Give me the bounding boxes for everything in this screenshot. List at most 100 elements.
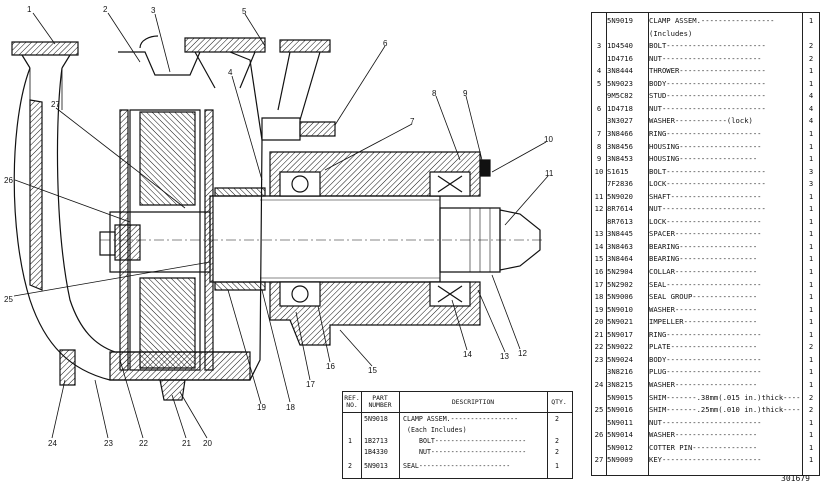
part-description-cell: LOCK-----------------------: [649, 179, 766, 189]
part-number-cell: 3N8463: [607, 241, 633, 251]
part-ref-cell: 23: [594, 354, 604, 364]
part-qty-cell: 1: [808, 417, 814, 427]
part-ref-cell: 5: [596, 78, 602, 88]
part-description-cell: BOLT-----------------------: [649, 166, 766, 176]
callout-11: 11: [545, 169, 554, 178]
part-qty-cell: 1: [808, 267, 814, 276]
drawing-number: 301679: [781, 474, 810, 483]
part-ref-cell: 14: [594, 241, 604, 251]
callout-26: 26: [4, 176, 13, 185]
part-number-cell: 5N9010: [607, 304, 633, 314]
part-number-cell: 3N8444: [607, 66, 633, 76]
callout-23: 23: [104, 439, 113, 448]
callout-1: 1: [27, 5, 32, 14]
part-qty-cell: 4: [808, 103, 814, 113]
part-description-cell: (Includes): [649, 28, 693, 38]
part-qty-cell: 1: [808, 442, 814, 452]
callout-5: 5: [242, 7, 247, 16]
part-description-cell: PLATE--------------------: [649, 342, 758, 352]
part-qty-cell: 1: [808, 430, 814, 440]
callout-7: 7: [410, 117, 415, 126]
inset-header-ref: REF. NO.: [344, 394, 360, 409]
part-number-cell: 5N9011: [607, 417, 633, 427]
part-qty-cell: 1: [808, 329, 814, 339]
part-number-cell: 7F2836: [607, 179, 633, 189]
part-description-cell: SHAFT---------------------: [649, 191, 762, 201]
part-number-cell: S1615: [607, 166, 629, 176]
part-number-cell: 5N9014: [607, 430, 633, 440]
part-number-cell: 8R7614: [607, 204, 633, 214]
part-qty-cell: 1: [808, 16, 814, 25]
pump-cross-section-drawing: 1 2 3 4 5 6 7 8 9 10 11 12 13 14 15 16 1…: [4, 5, 554, 448]
callout-16: 16: [326, 362, 335, 371]
part-ref-cell: 8: [596, 141, 602, 151]
part-number-cell: 1D4540: [607, 41, 633, 51]
part-number-cell: 1D4716: [607, 53, 633, 63]
callout-20: 20: [203, 439, 212, 448]
callout-12: 12: [518, 349, 527, 358]
part-description-cell: WASHER-------------------: [649, 430, 758, 440]
part-number-cell: 5N9017: [607, 329, 633, 339]
part-description-cell: PLUG----------------------: [649, 367, 762, 377]
part-description-cell: BEARING------------------: [649, 241, 758, 251]
part-qty-cell: 1: [808, 229, 814, 239]
part-description-cell: RING----------------------: [649, 128, 762, 138]
part-qty-cell: 3: [808, 179, 814, 189]
part-ref-cell: 20: [594, 317, 604, 327]
part-number-cell: 3N8453: [607, 154, 633, 164]
shaft: [209, 195, 441, 283]
part-ref-cell: 18: [594, 292, 604, 302]
part-description-cell: STUD-----------------------: [649, 91, 766, 101]
part-qty-cell: 1: [808, 304, 814, 314]
part-number-cell: 5N2902: [607, 279, 633, 289]
part-qty-cell: 1: [808, 191, 814, 201]
part-number-cell: 3N8466: [607, 128, 633, 138]
part-description-cell: BOLT-----------------------: [649, 41, 766, 51]
part-number-cell: 9M5C82: [607, 91, 633, 101]
part-number-cell: 5N2904: [607, 267, 633, 276]
part-description-cell: LOCK----------------------: [649, 216, 762, 226]
part-description-cell: SHIM-------.38mm(.015 in.)thick----: [649, 392, 801, 402]
part-qty-cell: 1: [808, 455, 814, 465]
inset-header-part: PART NUMBER: [368, 394, 392, 409]
part-number-cell: 5N9020: [607, 191, 633, 201]
callout-21: 21: [182, 439, 191, 448]
inset-parts-table: REF. NO. PART NUMBER DESCRIPTION QTY. 5N…: [342, 391, 573, 479]
callout-17: 17: [306, 380, 315, 389]
part-number-cell: 5N9012: [607, 442, 633, 452]
callout-2: 2: [103, 5, 108, 14]
part-description-cell: COLLAR-------------------: [649, 267, 758, 276]
outlet-flange: [279, 39, 331, 53]
part-description-cell: KEY-----------------------: [649, 455, 762, 465]
part-qty-cell: 1: [808, 317, 814, 327]
part-ref-cell: 26: [594, 430, 604, 440]
part-ref-cell: 3: [596, 41, 602, 51]
part-qty-cell: 2: [808, 53, 814, 63]
part-number-cell: 5N9023: [607, 78, 633, 88]
part-description-cell: HOUSING-------------------: [649, 141, 762, 151]
part-number-cell: 5N9016: [607, 405, 633, 415]
part-number-cell: 1D4718: [607, 103, 633, 113]
inlet-flange-left: [11, 41, 79, 56]
part-qty-cell: 1: [808, 141, 814, 151]
